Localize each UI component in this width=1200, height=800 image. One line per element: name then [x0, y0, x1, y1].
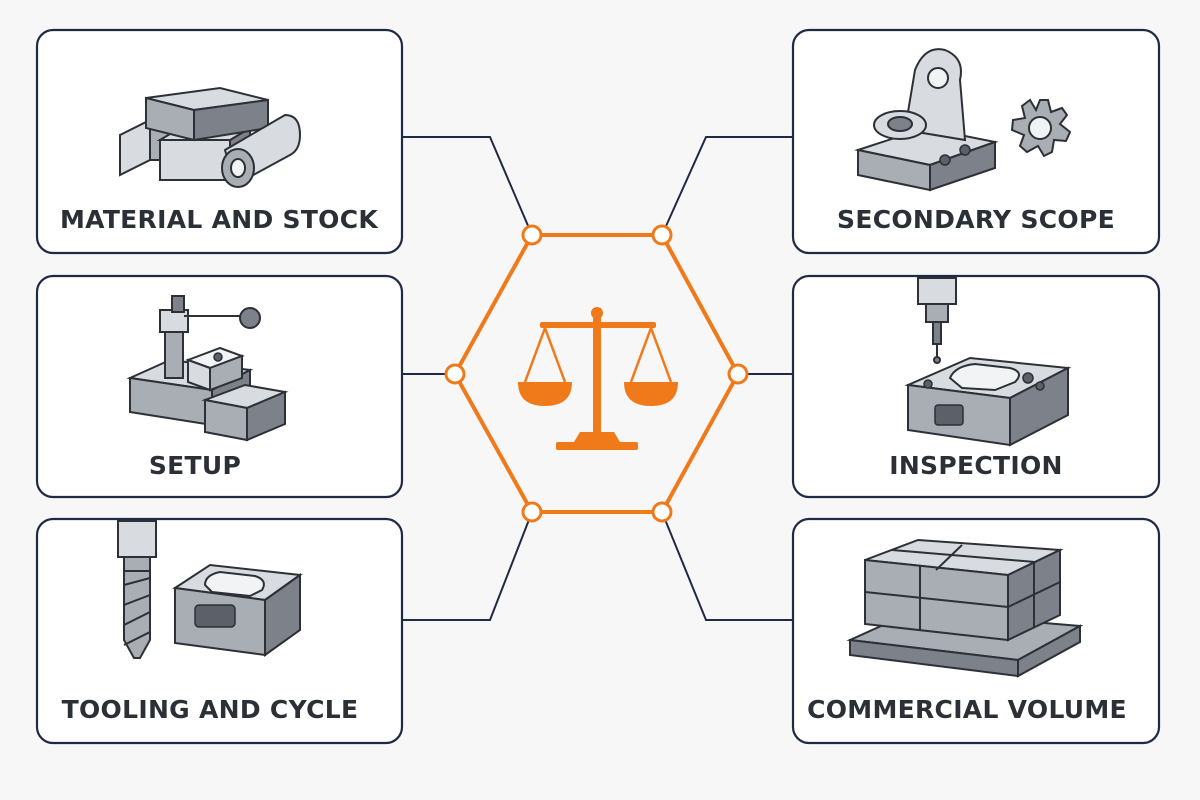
factor-card-commercial-volume: COMMERCIAL VOLUME: [791, 517, 1161, 745]
connector-secondary: [661, 136, 793, 236]
card-label: SECONDARY SCOPE: [837, 205, 1115, 234]
connector-material: [402, 136, 533, 236]
end-mill-workpiece-icon: [117, 520, 303, 659]
bracket-part-gear-icon: [854, 48, 1072, 192]
vise-fixture-icon: [126, 295, 289, 442]
card-label: SETUP: [149, 451, 241, 480]
hex-node-bottom-right: [651, 501, 673, 523]
balance-scale-icon: [518, 307, 678, 450]
factor-card-secondary-scope: SECONDARY SCOPE: [791, 28, 1161, 255]
card-label: INSPECTION: [889, 451, 1063, 480]
card-label: MATERIAL AND STOCK: [60, 205, 379, 234]
hex-node-right: [727, 363, 749, 385]
hex-node-left: [444, 363, 466, 385]
cmm-probe-part-icon: [904, 277, 1072, 447]
hex-node-bottom-left: [521, 501, 543, 523]
connectors: [402, 136, 793, 621]
card-label: COMMERCIAL VOLUME: [807, 695, 1127, 724]
connector-volume: [661, 511, 793, 621]
metal-stock-bars-icon: [119, 86, 302, 188]
factor-card-tooling-and-cycle: TOOLING AND CYCLE: [35, 517, 404, 745]
hex-node-top-right: [651, 224, 673, 246]
card-label: TOOLING AND CYCLE: [62, 695, 359, 724]
pallet-boxes-icon: [846, 538, 1084, 678]
hex-node-top-left: [521, 224, 543, 246]
center-hexagon: [444, 224, 749, 523]
factor-card-setup: SETUP: [35, 274, 404, 499]
connector-tooling: [402, 511, 533, 621]
factor-card-material-and-stock: MATERIAL AND STOCK: [35, 28, 404, 255]
factor-card-inspection: INSPECTION: [791, 274, 1161, 499]
